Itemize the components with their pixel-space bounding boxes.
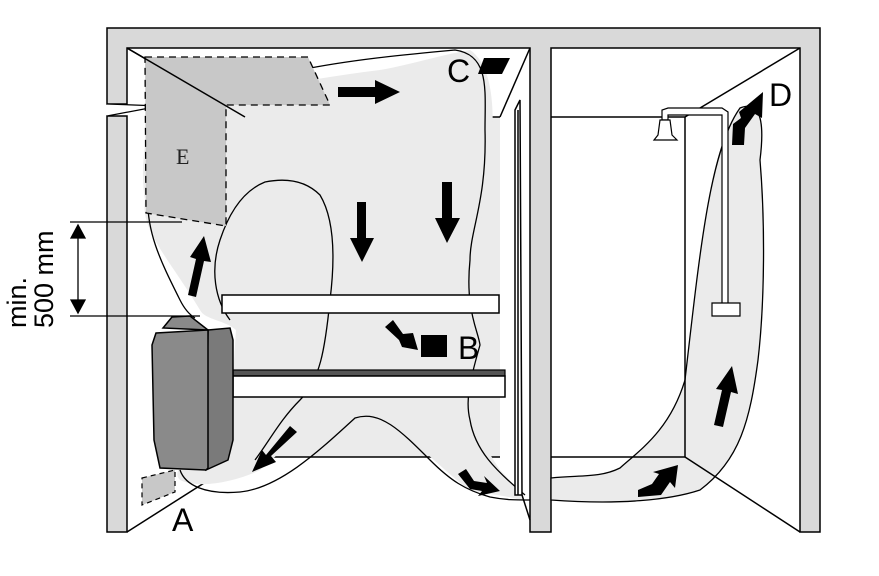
left-wall-lower [106,115,128,533]
upper-bench [221,294,500,314]
label-c: C [447,53,470,89]
label-e: E [176,144,189,169]
heater-front [151,329,209,471]
vent-b-icon [421,335,447,357]
arrow-shower-up [714,366,738,427]
heater-top [161,315,211,331]
label-a: A [172,502,194,538]
flow-arrows [188,58,763,497]
arrow-shower-floor [638,465,678,497]
vent-c-icon [478,58,510,74]
lower-bench-edge [232,369,506,377]
arrow-up-left [188,236,211,297]
label-b: B [458,330,479,366]
shower-valve-icon [711,302,741,317]
door-frame [514,99,531,521]
sauna-heater [141,315,234,506]
arrow-bench-b [385,320,418,350]
heater-side [205,327,234,472]
lower-bench [232,375,506,398]
arrow-floor-door [458,469,500,496]
zone-e: E [126,47,332,227]
shower-room [550,47,801,533]
dimension-indicator [69,221,200,317]
arrow-down-2 [435,182,460,243]
arrow-down-1 [350,202,374,262]
benches [221,294,506,398]
dimension-label-min: min. [2,277,32,328]
shower-head-icon [652,119,679,141]
dimension-label-value: 500 mm [29,230,59,328]
arrow-down-left [252,426,297,472]
zone-e-area [144,56,332,227]
shower-airflow-region [550,105,765,503]
shower-fixture [652,107,741,317]
arrow-right-top [338,80,400,104]
label-d: D [769,77,792,113]
top-wall [106,27,821,533]
heater-leg-zone [141,469,176,506]
arrow-vent-d [732,92,763,145]
